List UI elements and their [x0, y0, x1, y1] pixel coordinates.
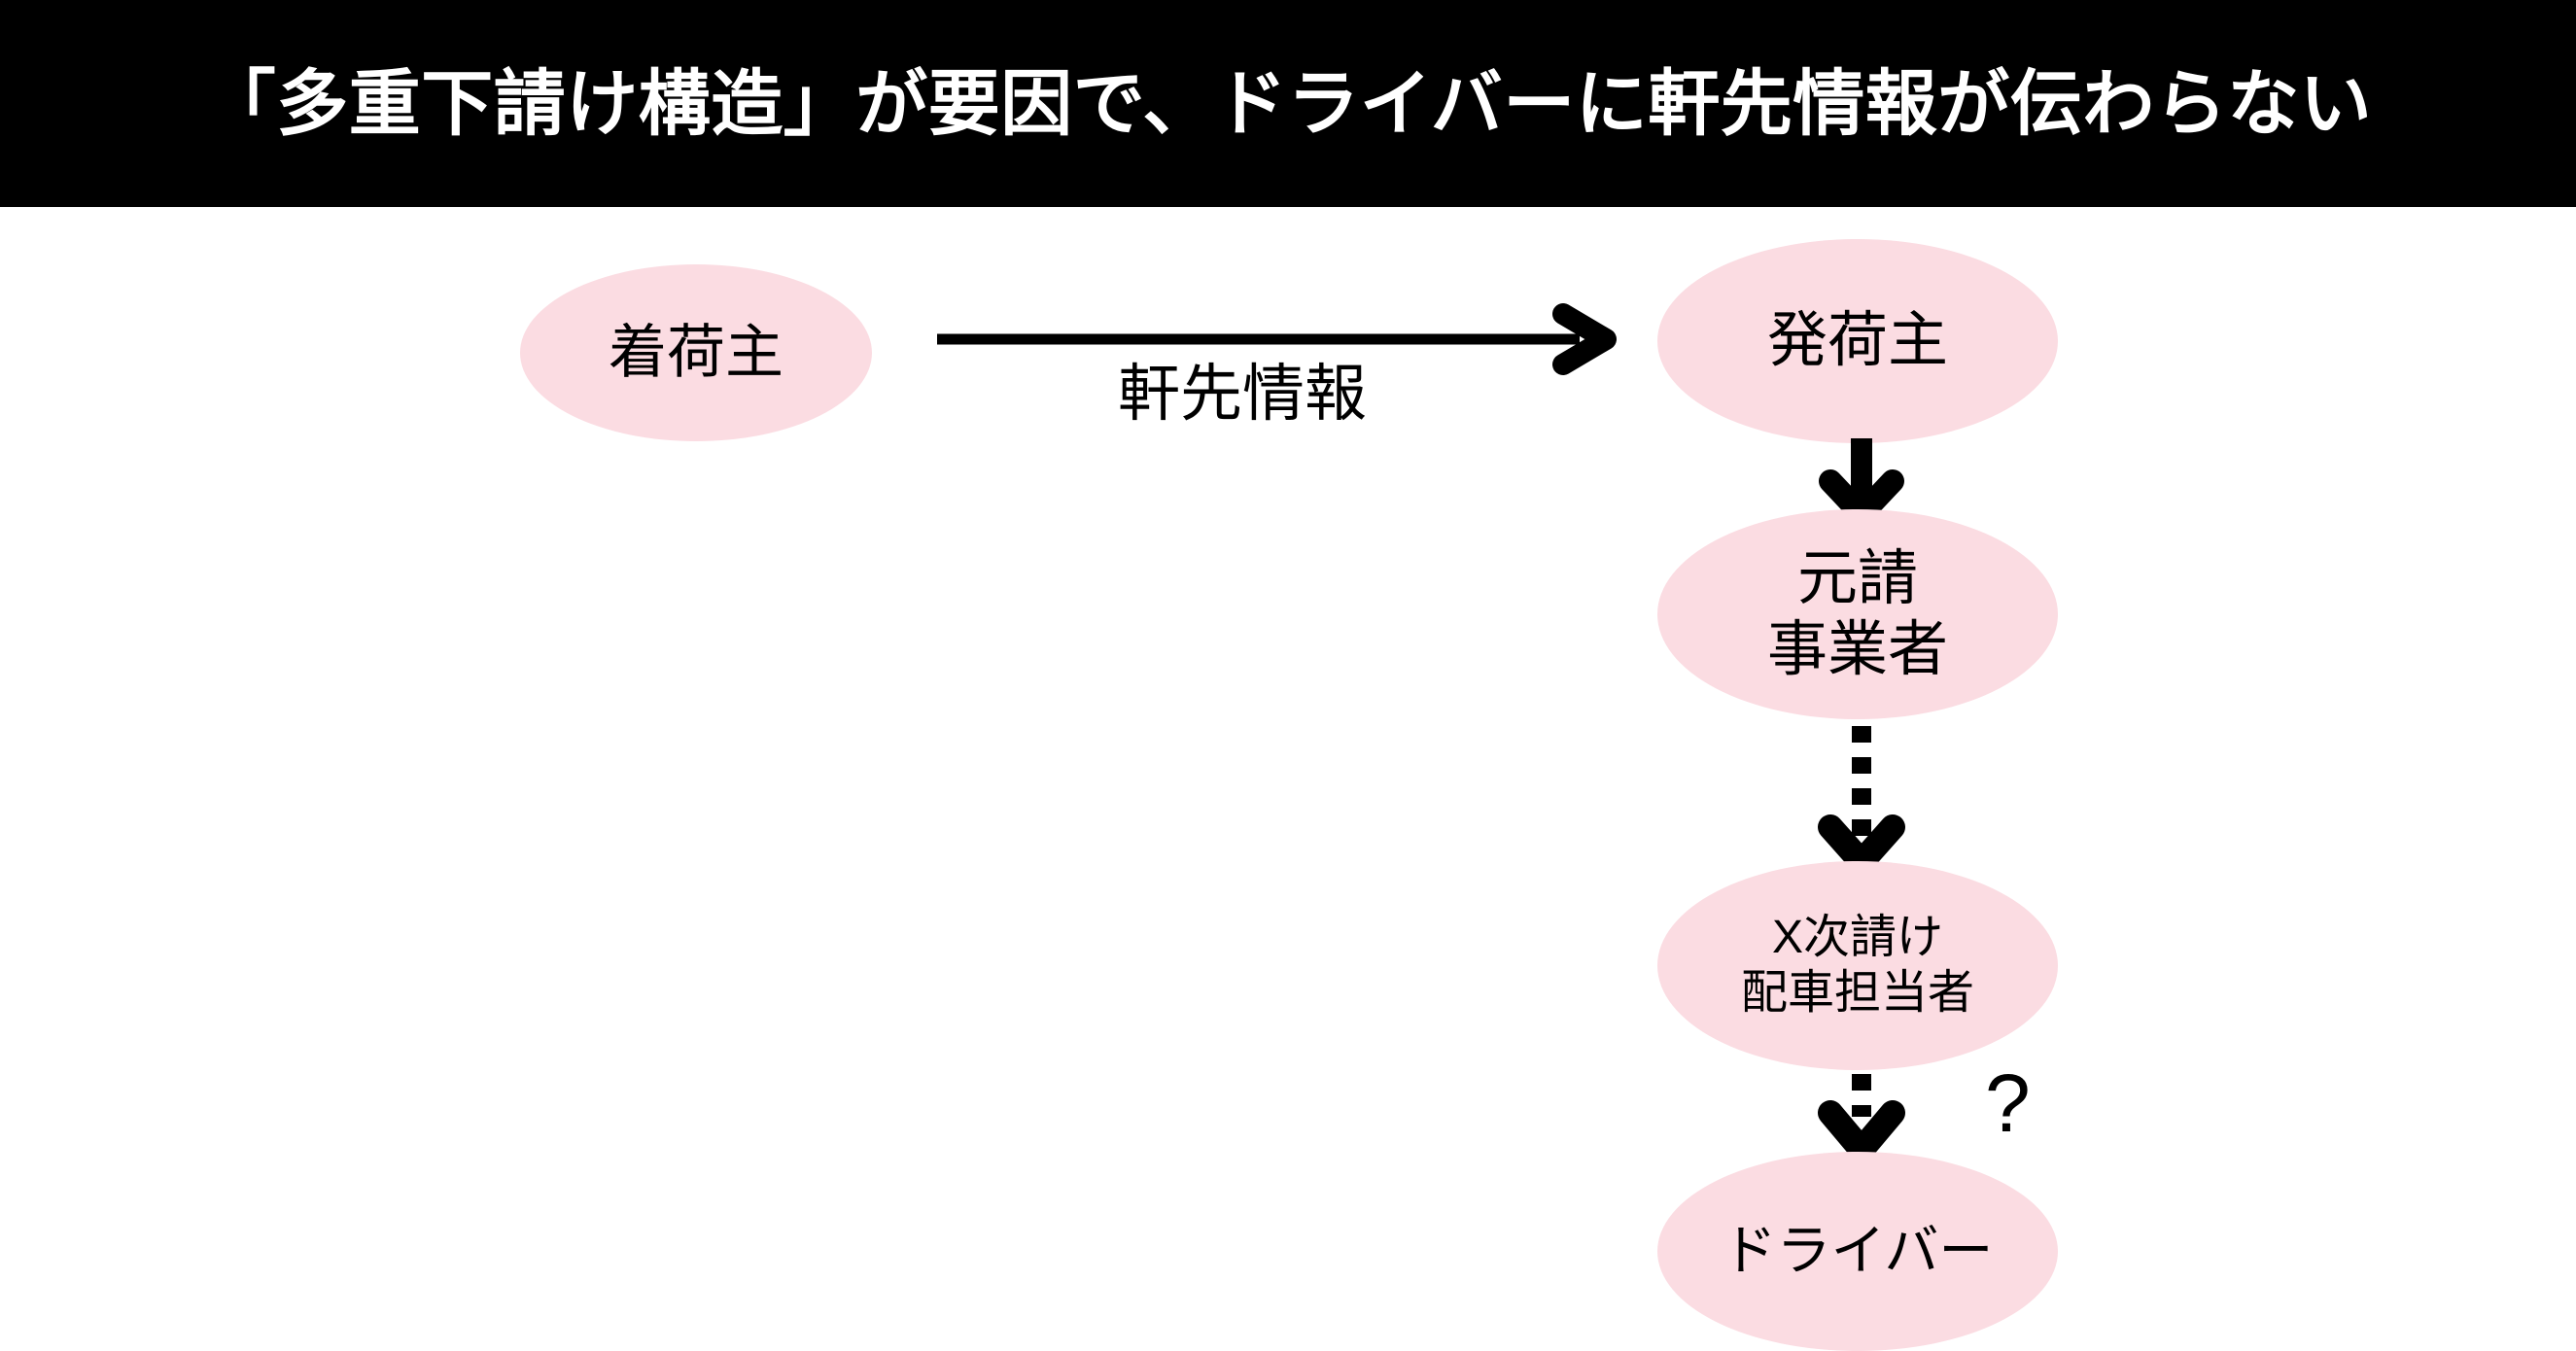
- diagram-canvas: 着荷主 軒先情報 発荷主 元請 事業者 X次請け 配車担当者 ? ドライバー: [0, 207, 2576, 1351]
- node-prime-contractor-label: 元請 事業者: [1766, 544, 1948, 683]
- node-dispatcher[interactable]: X次請け 配車担当者: [1657, 861, 2058, 1070]
- node-shipper-label: 発荷主: [1766, 307, 1948, 375]
- node-shipper[interactable]: 発荷主: [1657, 239, 2058, 443]
- node-driver[interactable]: ドライバー: [1657, 1152, 2058, 1351]
- header-bar: 「多重下請け構造」が要因で、ドライバーに軒先情報が伝わらない: [0, 0, 2576, 207]
- node-dispatcher-label: X次請け 配車担当者: [1740, 911, 1974, 1019]
- edge-label-info-flow: 軒先情報: [1118, 359, 1367, 429]
- node-consignee-label: 着荷主: [609, 319, 783, 385]
- page-title: 「多重下請け構造」が要因で、ドライバーに軒先情報が伝わらない: [203, 62, 2373, 144]
- arrow-info-flow: [937, 303, 1617, 375]
- arrowhead-icon: [1552, 303, 1617, 375]
- arrow-dispatcher-to-driver: [1818, 1074, 1905, 1162]
- arrowhead-icon: [1818, 1100, 1905, 1162]
- question-mark-annotation: ?: [1985, 1057, 2031, 1149]
- node-prime-contractor[interactable]: 元請 事業者: [1657, 509, 2058, 719]
- node-driver-label: ドライバー: [1722, 1220, 1994, 1282]
- arrow-prime-to-dispatcher: [1818, 726, 1905, 875]
- node-consignee[interactable]: 着荷主: [520, 264, 872, 441]
